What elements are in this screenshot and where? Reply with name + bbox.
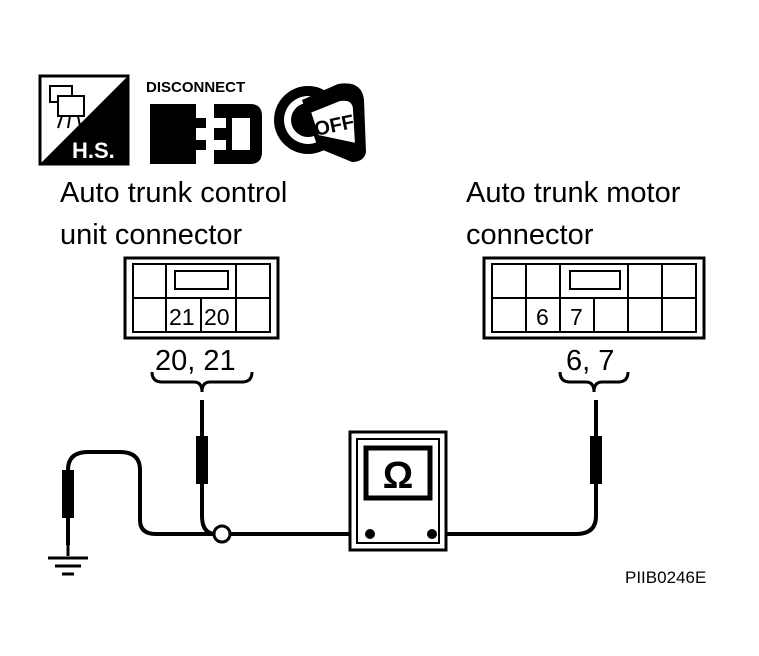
ignition-off-icon: OFF <box>274 83 366 162</box>
control-unit-terminals: 20, 21 <box>155 345 236 377</box>
meter-terminal-right <box>427 529 437 539</box>
motor-brace <box>558 371 630 393</box>
control-unit-pin-20: 20 <box>204 304 230 330</box>
disconnect-icon: DISCONNECT <box>146 79 262 164</box>
motor-label-line1: Auto trunk motor <box>466 177 681 209</box>
motor-probe <box>590 436 602 484</box>
control-unit-label-line1: Auto trunk control <box>60 177 287 209</box>
figure-code: PIIB0246E <box>625 568 706 587</box>
meter-terminal-left <box>365 529 375 539</box>
ohm-symbol: Ω <box>383 455 413 497</box>
wire-junction <box>212 524 232 544</box>
ground-icon <box>48 545 88 576</box>
test-wiring <box>66 400 598 545</box>
control-unit-connector-face: 21 20 <box>123 256 280 340</box>
ground-probe <box>62 470 74 518</box>
motor-label-line2: connector <box>466 219 594 251</box>
motor-pin-7: 7 <box>570 304 583 330</box>
motor-connector-face: 6 7 <box>482 256 706 340</box>
disconnect-text: DISCONNECT <box>146 79 245 96</box>
control-unit-label-line2: unit connector <box>60 219 243 251</box>
motor-terminals: 6, 7 <box>566 345 614 377</box>
control-unit-pin-21: 21 <box>169 304 195 330</box>
control-unit-brace <box>150 371 254 393</box>
harness-side-icon: H.S. <box>38 74 130 166</box>
control-unit-probe <box>196 436 208 484</box>
motor-pin-6: 6 <box>536 304 549 330</box>
harness-side-text: H.S. <box>72 138 115 163</box>
ohmmeter: Ω <box>348 430 448 552</box>
